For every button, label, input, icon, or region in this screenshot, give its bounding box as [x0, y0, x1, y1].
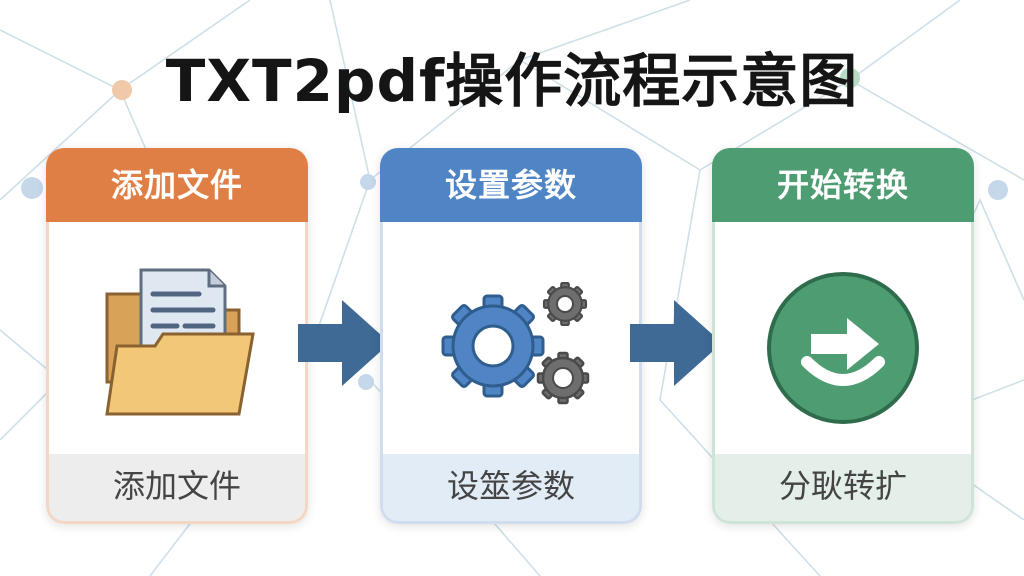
step-card-add-file: 添加文件 添加文件: [46, 148, 308, 524]
step-body: [46, 222, 308, 454]
step-card-settings: 设置参数: [380, 148, 642, 524]
convert-arrow-icon: [767, 272, 919, 424]
arrow-right-icon: [630, 300, 722, 386]
gears-icon: [441, 281, 590, 405]
step-body: [380, 222, 642, 454]
step-footer: 设筮参数: [380, 454, 642, 524]
step-body: [712, 222, 974, 454]
page-title: TXT2pdf操作流程示意图: [165, 47, 859, 115]
step-footer: 添加文件: [46, 454, 308, 524]
step-footer: 分耿转扩: [712, 454, 974, 524]
step-header: 开始转换: [712, 148, 974, 222]
step-card-convert: 开始转换 分耿转扩: [712, 148, 974, 524]
arrow-right-icon: [298, 300, 390, 386]
step-header: 设置参数: [380, 148, 642, 222]
step-header: 添加文件: [46, 148, 308, 222]
folder-document-icon: [105, 268, 255, 416]
